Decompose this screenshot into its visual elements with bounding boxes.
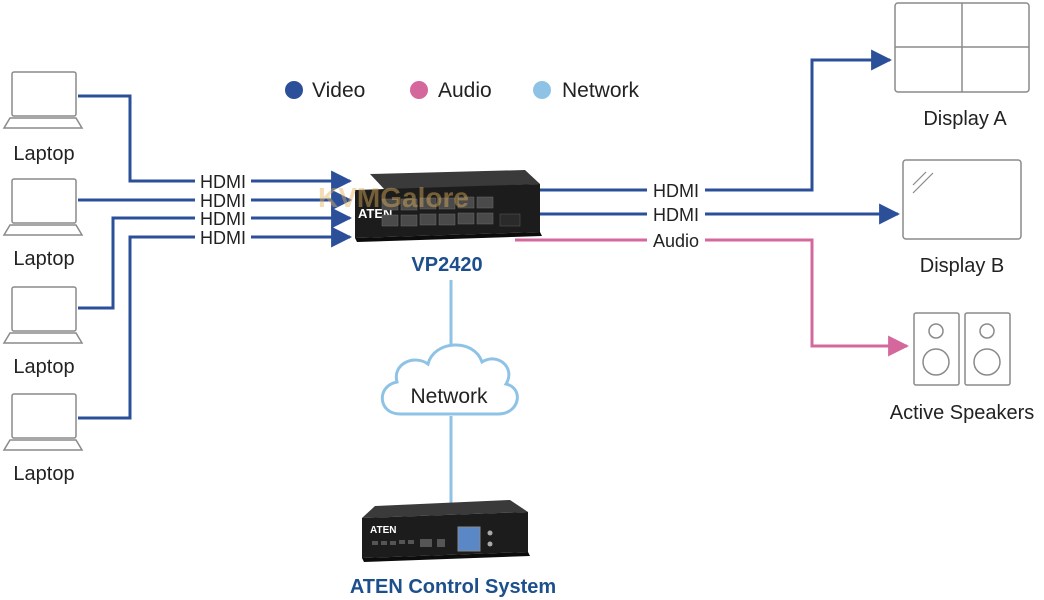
- laptop-label: Laptop: [13, 356, 74, 378]
- input-link-label-1: HDMI: [200, 172, 246, 192]
- network-cloud: Network: [380, 343, 519, 416]
- laptop-4: Laptop: [2, 393, 84, 485]
- output-link-line-speakers: [515, 238, 910, 357]
- cloud-icon: [380, 343, 519, 416]
- control-system-label: ATEN Control System: [350, 576, 556, 598]
- legend-audio-label: Audio: [438, 79, 492, 102]
- laptop-icon: [2, 71, 84, 129]
- input-link-label-2: HDMI: [200, 191, 246, 211]
- active-speakers: Active Speakers: [890, 312, 1035, 424]
- input-link-labels: HDMI HDMI HDMI HDMI: [195, 171, 251, 248]
- legend-video-label: Video: [312, 79, 365, 102]
- laptop-label: Laptop: [13, 248, 74, 270]
- output-link-labels: HDMI HDMI Audio: [647, 180, 705, 251]
- input-link-line-4: [78, 226, 353, 420]
- laptop-icon: [2, 393, 84, 451]
- control-system-screen: [457, 526, 481, 552]
- output-link-label-display-b: HDMI: [653, 205, 699, 225]
- speaker-icon: [913, 312, 1011, 386]
- control-system-brand-logo: ATEN: [370, 525, 396, 536]
- legend-network-dot: [533, 81, 551, 99]
- laptop-3: Laptop: [2, 286, 84, 378]
- output-link-label-speakers: Audio: [653, 231, 699, 251]
- laptop-icon: [2, 286, 84, 344]
- laptop-1: Laptop: [2, 71, 84, 165]
- monitor-icon: [902, 159, 1022, 240]
- legend-network-label: Network: [562, 79, 640, 102]
- speakers-label: Active Speakers: [890, 402, 1035, 424]
- legend-audio-dot: [410, 81, 428, 99]
- laptop-icon: [2, 178, 84, 236]
- cloud-label: Network: [410, 385, 488, 408]
- input-link-label-4: HDMI: [200, 228, 246, 248]
- watermark: KVMGalore: [318, 182, 469, 213]
- legend: Video Audio Network: [285, 79, 640, 102]
- input-link-label-3: HDMI: [200, 209, 246, 229]
- laptop-2: Laptop: [2, 178, 84, 270]
- legend-video-dot: [285, 81, 303, 99]
- display-b-label: Display B: [920, 255, 1004, 277]
- display-a: Display A: [894, 2, 1030, 130]
- laptop-label: Laptop: [13, 143, 74, 165]
- input-link-line-1: [78, 94, 353, 192]
- laptop-label: Laptop: [13, 463, 74, 485]
- control-system-device: ATEN: [362, 500, 530, 562]
- output-link-label-display-a: HDMI: [653, 181, 699, 201]
- display-b: Display B: [902, 159, 1022, 277]
- display-a-label: Display A: [923, 108, 1007, 130]
- vp2420-label: VP2420: [411, 254, 482, 276]
- output-connections: [515, 49, 910, 357]
- video-wall-icon: [894, 2, 1030, 93]
- input-connections: [78, 94, 353, 420]
- vp2420-device: ATEN: [355, 170, 542, 242]
